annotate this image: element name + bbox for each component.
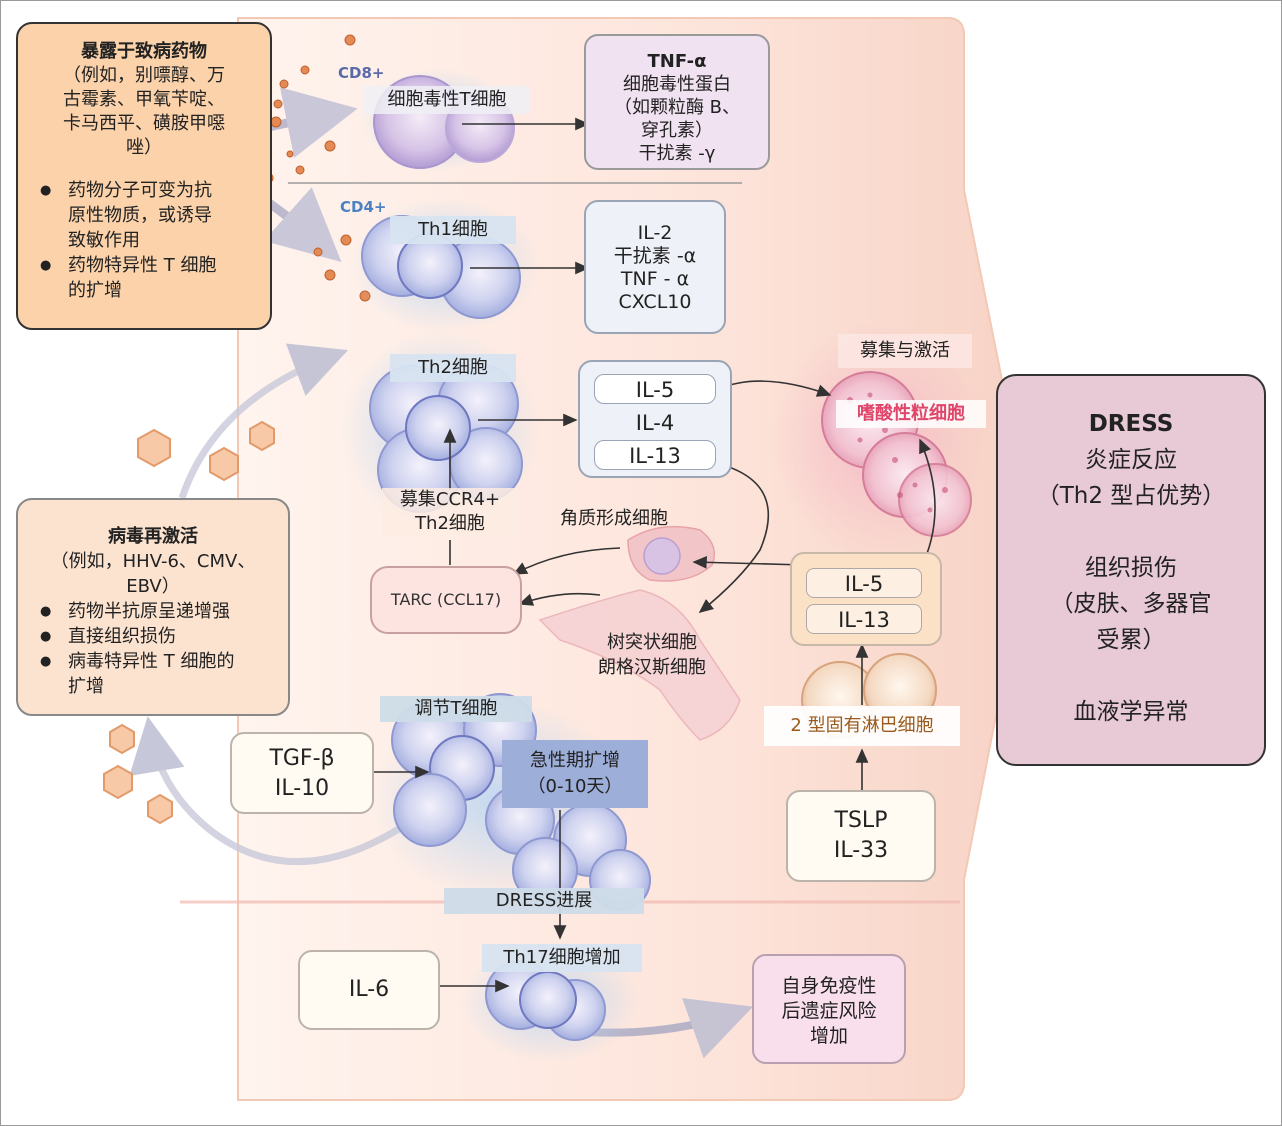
exposure-title: 暴露于致病药物 bbox=[81, 41, 207, 62]
dress-line: 炎症反应 bbox=[1085, 447, 1177, 473]
ilc-il13-pill: IL-13 bbox=[806, 604, 922, 634]
virus-bullet-item: 直接组织损伤 bbox=[18, 624, 288, 649]
th2-il5-pill: IL-5 bbox=[594, 374, 716, 404]
dress-line: （皮肤、多器官 bbox=[1050, 591, 1212, 617]
autoimmune-risk-box: 自身免疫性 后遗症风险 增加 bbox=[752, 954, 906, 1064]
tgf-il10-box: TGF-β IL-10 bbox=[230, 732, 374, 814]
th1-cytokine: IL-2 bbox=[637, 222, 673, 244]
th2-il4-label: IL-4 bbox=[635, 411, 675, 435]
tgf-line: IL-10 bbox=[274, 776, 330, 801]
tarc-box: TARC (CCL17) bbox=[370, 566, 522, 634]
cd8-marker: CD8+ bbox=[338, 64, 385, 82]
th2-il13-pill: IL-13 bbox=[594, 440, 716, 470]
treg-label: 调节T细胞 bbox=[380, 696, 532, 722]
th2-cytokine-box: IL-5 IL-4 IL-13 bbox=[578, 360, 732, 478]
keratinocyte-label: 角质形成细胞 bbox=[560, 508, 668, 529]
th1-cell-label: Th1细胞 bbox=[390, 216, 516, 244]
virus-example-2: EBV） bbox=[126, 576, 180, 597]
exposure-bullet-list: 药物分子可变为抗 原性物质，或诱导 致敏作用 药物特异性 T 细胞 的扩增 bbox=[18, 178, 270, 303]
recruit-ccr4-label: 募集CCR4+ Th2细胞 bbox=[382, 488, 518, 536]
bullet-line: 药物特异性 T 细胞 bbox=[68, 255, 217, 276]
th1-cytokine: 干扰素 -α bbox=[613, 245, 697, 267]
acute-line: 急性期扩增 bbox=[530, 750, 620, 771]
recruit-activate-label: 募集与激活 bbox=[838, 334, 972, 368]
virus-reactivation-box: 病毒再激活 （例如，HHV-6、CMV、 EBV） 药物半抗原呈递增强 直接组织… bbox=[16, 498, 290, 716]
tslp-line: TSLP bbox=[834, 808, 888, 833]
th1-cytokine: TNF - α bbox=[620, 268, 690, 290]
bullet-line: 直接组织损伤 bbox=[68, 626, 176, 647]
bullet-line: 的扩增 bbox=[68, 280, 122, 301]
recruit-ccr4-line: 募集CCR4+ bbox=[399, 489, 501, 510]
autoimmune-line: 增加 bbox=[809, 1025, 848, 1047]
autoimmune-line: 后遗症风险 bbox=[781, 1000, 877, 1022]
dendritic-cell-label: 树突状细胞 朗格汉斯细胞 bbox=[580, 630, 724, 680]
virus-bullet-list: 药物半抗原呈递增强 直接组织损伤 病毒特异性 T 细胞的 扩增 bbox=[18, 599, 288, 699]
drug-exposure-box: 暴露于致病药物 （例如，别嘌醇、万 古霉素、甲氧苄啶、 卡马西平、磺胺甲噁 唑）… bbox=[16, 22, 272, 330]
tnf-alpha-box: TNF-α 细胞毒性蛋白 （如颗粒酶 B、 穿孔素） 干扰素 -γ bbox=[584, 34, 770, 170]
recruit-ccr4-line: Th2细胞 bbox=[415, 513, 485, 534]
bullet-line: 药物半抗原呈递增强 bbox=[68, 601, 230, 622]
bullet-line: 扩增 bbox=[68, 676, 104, 697]
tnf-box-line: （如颗粒酶 B、 bbox=[613, 97, 741, 118]
virus-bullet-item: 病毒特异性 T 细胞的 扩增 bbox=[18, 649, 288, 699]
exposure-bullet-item: 药物分子可变为抗 原性物质，或诱导 致敏作用 bbox=[18, 178, 270, 253]
bullet-line: 原性物质，或诱导 bbox=[68, 205, 212, 226]
tgf-line: TGF-β bbox=[269, 746, 335, 771]
cd4-marker: CD4+ bbox=[340, 198, 387, 216]
cytotoxic-t-cell-label: 细胞毒性T细胞 bbox=[364, 86, 530, 114]
virus-example-1: （例如，HHV-6、CMV、 bbox=[50, 551, 256, 572]
exposure-example-4: 唑） bbox=[126, 137, 162, 158]
dendritic-line: 朗格汉斯细胞 bbox=[598, 657, 706, 678]
dress-outcome-box: DRESS 炎症反应 （Th2 型占优势） 组织损伤 （皮肤、多器官 受累） 血… bbox=[996, 374, 1266, 766]
exposure-bullet-item: 药物特异性 T 细胞 的扩增 bbox=[18, 253, 270, 303]
dress-progression-label: DRESS进展 bbox=[444, 888, 644, 914]
bullet-line: 病毒特异性 T 细胞的 bbox=[68, 651, 235, 672]
ilc-il5-pill: IL-5 bbox=[806, 568, 922, 598]
ilc2-label: 2 型固有淋巴细胞 bbox=[764, 706, 960, 746]
acute-line: （0-10天） bbox=[527, 776, 623, 797]
tnf-box-line: 穿孔素） bbox=[641, 120, 713, 141]
ilc-cytokine-box: IL-5 IL-13 bbox=[790, 552, 942, 646]
bullet-line: 药物分子可变为抗 bbox=[68, 180, 212, 201]
autoimmune-line: 自身免疫性 bbox=[781, 975, 877, 997]
exposure-example-1: （例如，别嘌醇、万 bbox=[63, 65, 225, 86]
tslp-line: IL-33 bbox=[833, 838, 889, 863]
dress-line: 受累） bbox=[1096, 627, 1166, 653]
dress-line: 血液学异常 bbox=[1073, 699, 1189, 725]
dress-line: （Th2 型占优势） bbox=[1036, 483, 1226, 509]
bullet-line: 致敏作用 bbox=[68, 230, 140, 251]
tnf-box-line: 干扰素 -γ bbox=[638, 143, 716, 164]
il6-box: IL-6 bbox=[298, 950, 440, 1030]
dress-title: DRESS bbox=[1088, 411, 1174, 437]
th1-cytokine-box: IL-2 干扰素 -α TNF - α CXCL10 bbox=[584, 200, 726, 334]
exposure-example-3: 卡马西平、磺胺甲噁 bbox=[63, 113, 225, 134]
th17-label: Th17细胞增加 bbox=[482, 944, 642, 972]
virus-title: 病毒再激活 bbox=[108, 526, 198, 547]
exposure-example-2: 古霉素、甲氧苄啶、 bbox=[63, 89, 225, 110]
tslp-il33-box: TSLP IL-33 bbox=[786, 790, 936, 882]
dendritic-line: 树突状细胞 bbox=[607, 632, 697, 653]
tnf-box-line: 细胞毒性蛋白 bbox=[623, 74, 731, 95]
eosinophil-label: 嗜酸性粒细胞 bbox=[836, 400, 986, 428]
virus-bullet-item: 药物半抗原呈递增强 bbox=[18, 599, 288, 624]
acute-expansion-label: 急性期扩增 （0-10天） bbox=[502, 740, 648, 808]
th1-cytokine: CXCL10 bbox=[618, 291, 692, 313]
dress-line: 组织损伤 bbox=[1085, 555, 1177, 581]
tnf-box-title: TNF-α bbox=[647, 51, 707, 72]
th2-cell-label: Th2细胞 bbox=[390, 354, 516, 382]
